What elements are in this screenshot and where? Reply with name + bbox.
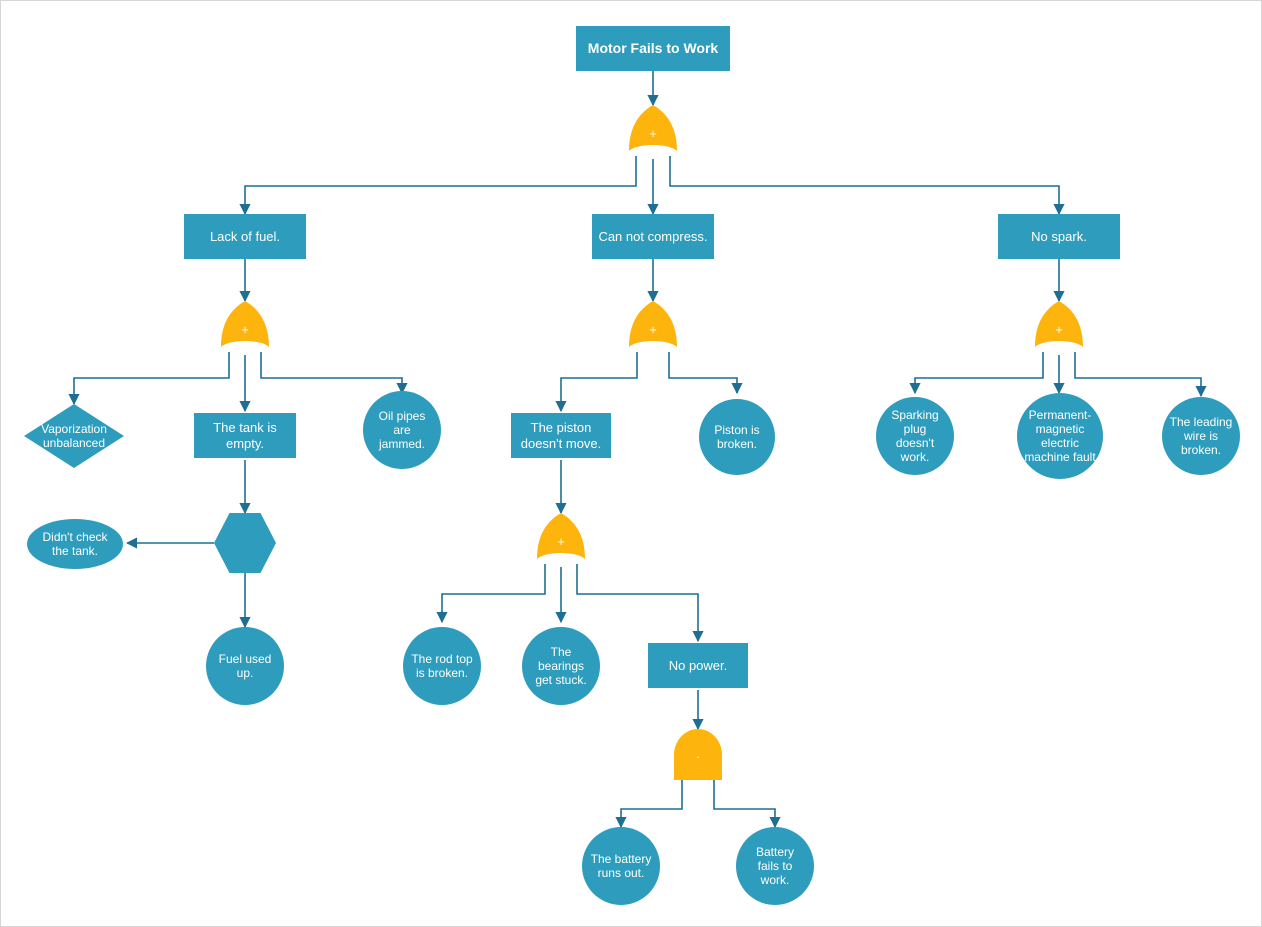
- edge-gatecompress-to-piston-doesnt-move: [555, 352, 638, 413]
- hexagon-shape: [214, 513, 276, 573]
- node-label: The bearings get stuck.: [535, 644, 587, 688]
- node-label: Battery fails to work.: [755, 844, 794, 888]
- node-label: No power.: [668, 657, 728, 673]
- node-the-tank-is-empty[interactable]: The tank is empty.: [194, 413, 296, 458]
- edge-gatepiston-to-rod-top: [436, 564, 546, 624]
- node-label: The tank is empty.: [213, 420, 277, 451]
- edge-gatecompress-to-piston-broken: [668, 352, 743, 395]
- node-label: Motor Fails to Work: [587, 40, 719, 57]
- or-gate-shape: [629, 105, 677, 151]
- node-label: No spark.: [1031, 228, 1087, 244]
- gate-or-lack-of-fuel[interactable]: +: [217, 301, 273, 355]
- node-the-bearings-get-stuck[interactable]: The bearings get stuck.: [522, 627, 600, 705]
- node-label: Fuel used up.: [218, 651, 272, 680]
- node-label: The piston doesn't move.: [520, 420, 602, 451]
- node-the-battery-runs-out[interactable]: The battery runs out.: [582, 827, 660, 905]
- edge-gatepower-to-battery-fails: [713, 780, 781, 829]
- or-gate-shape: [1035, 301, 1083, 347]
- node-motor-fails-to-work[interactable]: Motor Fails to Work: [576, 26, 730, 71]
- node-oil-pipes-are-jammed[interactable]: Oil pipes are jammed.: [363, 391, 441, 469]
- node-label: Oil pipes are jammed.: [378, 408, 426, 452]
- node-can-not-compress[interactable]: Can not compress.: [592, 214, 714, 259]
- node-fuel-used-up[interactable]: Fuel used up.: [206, 627, 284, 705]
- node-the-piston-doesnt-move[interactable]: The piston doesn't move.: [511, 413, 611, 458]
- edge-gatepower-to-battery-runs-out: [615, 780, 683, 829]
- node-label: Sparking plug doesn't work.: [891, 407, 939, 465]
- edge-gatespark-to-leading-wire: [1074, 352, 1207, 398]
- node-label: Permanent- magnetic electric machine fau…: [1024, 407, 1096, 465]
- or-gate-shape: [537, 513, 585, 559]
- node-transfer-hexagon[interactable]: [214, 513, 276, 573]
- edge-gatepiston-to-no-power: [576, 564, 704, 643]
- node-no-power[interactable]: No power.: [648, 643, 748, 688]
- node-the-rod-top-is-broken[interactable]: The rod top is broken.: [403, 627, 481, 705]
- gate-or-piston-doesnt-move[interactable]: +: [533, 513, 589, 567]
- node-permanent-magnetic-electric-machine-fault[interactable]: Permanent- magnetic electric machine fau…: [1017, 393, 1103, 479]
- node-label: Vaporization unbalanced: [41, 421, 107, 450]
- edge-gateroot-to-no-spark: [669, 156, 1065, 216]
- or-gate-shape: [629, 301, 677, 347]
- node-vaporization-unbalanced[interactable]: Vaporization unbalanced: [24, 404, 124, 468]
- node-label: The rod top is broken.: [411, 651, 473, 680]
- gate-or-no-spark[interactable]: +: [1031, 301, 1087, 355]
- gate-and-no-power[interactable]: ·: [670, 729, 726, 780]
- gate-or-can-not-compress[interactable]: +: [625, 301, 681, 355]
- node-battery-fails-to-work[interactable]: Battery fails to work.: [736, 827, 814, 905]
- node-label: The leading wire is broken.: [1169, 414, 1233, 458]
- node-label: The battery runs out.: [590, 851, 652, 880]
- node-label: Piston is broken.: [714, 422, 760, 451]
- or-gate-shape: [221, 301, 269, 347]
- node-didnt-check-the-tank[interactable]: Didn't check the tank.: [27, 519, 123, 569]
- edge-gatefuel-to-oil-pipes: [260, 352, 408, 395]
- node-piston-is-broken[interactable]: Piston is broken.: [699, 399, 775, 475]
- gate-or-root[interactable]: +: [625, 105, 681, 159]
- node-label: Can not compress.: [598, 228, 708, 244]
- edge-gatespark-to-sparking-plug: [909, 352, 1044, 395]
- node-lack-of-fuel[interactable]: Lack of fuel.: [184, 214, 306, 259]
- and-gate-shape: [674, 729, 722, 780]
- node-label: Didn't check the tank.: [42, 529, 108, 558]
- node-no-spark[interactable]: No spark.: [998, 214, 1120, 259]
- edge-gatefuel-to-vaporization: [68, 352, 230, 406]
- node-the-leading-wire-is-broken[interactable]: The leading wire is broken.: [1162, 397, 1240, 475]
- edge-gateroot-to-lack-of-fuel: [239, 156, 637, 216]
- node-sparking-plug-doesnt-work[interactable]: Sparking plug doesn't work.: [876, 397, 954, 475]
- node-label: Lack of fuel.: [209, 228, 281, 244]
